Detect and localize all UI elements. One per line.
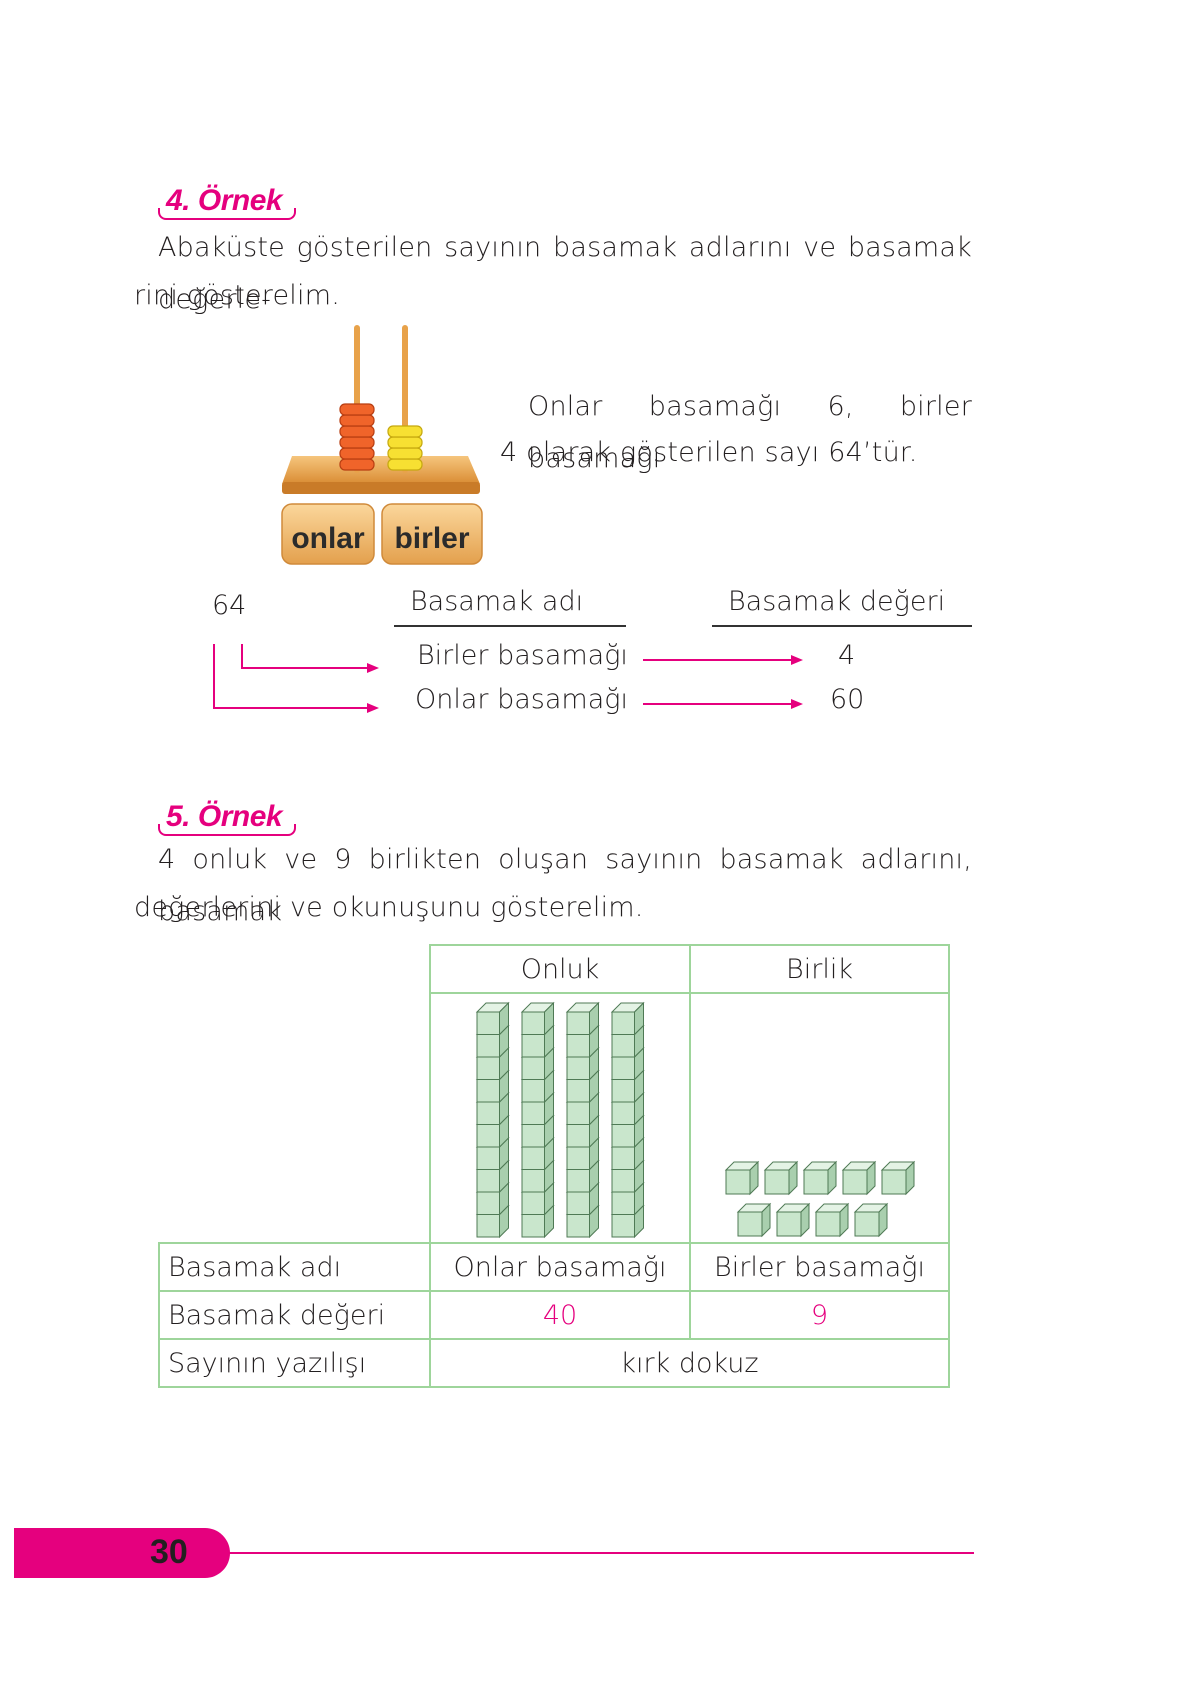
tens-bead: [339, 458, 375, 471]
row-birler-name: Birler basamağı: [417, 640, 628, 671]
example-5-heading: 5. Örnek: [166, 800, 283, 833]
ones-bead: [387, 458, 423, 471]
unit-cube: [736, 1202, 772, 1238]
explanation-line2: 4 olarak gösterilen sayı 64’tür.: [500, 437, 918, 468]
unit-cube: [814, 1202, 850, 1238]
example-5-text-line2: değerlerini ve okunuşunu gösterelim.: [134, 892, 644, 923]
ones-bead: [387, 436, 423, 449]
row-label-basamak-degeri: Basamak değeri: [158, 1290, 431, 1340]
tens-bead: [339, 425, 375, 438]
header-rule-name: [394, 625, 626, 627]
place-value-arrows: [213, 644, 803, 713]
unit-cube: [763, 1160, 799, 1196]
ones-bead: [387, 447, 423, 460]
row-label-sayinin-yazilisi: Sayının yazılışı: [158, 1338, 431, 1388]
row-label-basamak-adi: Basamak adı: [158, 1242, 431, 1292]
ten-rod: [565, 1001, 600, 1239]
heading-underline: [158, 208, 296, 220]
unit-cube: [880, 1160, 916, 1196]
column-header-basamak-adi: Basamak adı: [410, 586, 584, 617]
footer-rule: [214, 1552, 974, 1554]
ones-blocks-cell: [689, 992, 950, 1244]
column-header-birlik: Birlik: [689, 944, 950, 994]
number-64: 64: [212, 590, 247, 621]
example-4-heading: 4. Örnek: [166, 184, 283, 217]
tens-bead: [339, 436, 375, 449]
base-ten-blocks: [475, 1001, 916, 1239]
heading-underline: [158, 824, 296, 836]
explanation-line1: Onlar basamağı 6, birler basamağı: [528, 391, 972, 474]
page-number-bar: [14, 1528, 230, 1578]
ten-rod: [475, 1001, 510, 1239]
place-value-table: Onluk Birlik Basamak adı Onlar basamağı …: [158, 944, 950, 1388]
unit-cube: [775, 1202, 811, 1238]
header-rule-value: [712, 625, 972, 627]
tens-beads: [339, 403, 375, 471]
ones-beads: [387, 425, 423, 471]
row-onlar-name: Onlar basamağı: [415, 684, 628, 715]
page-number: 30: [150, 1533, 188, 1571]
cell-written-number: kırk dokuz: [429, 1338, 950, 1388]
example-4-text-line1: Abaküste gösterilen sayının basamak adla…: [158, 232, 972, 315]
unit-cube: [802, 1160, 838, 1196]
ten-rod: [610, 1001, 645, 1239]
ten-rod: [520, 1001, 555, 1239]
column-header-onluk: Onluk: [429, 944, 691, 994]
abacus-illustration: [281, 325, 483, 565]
tens-bead: [339, 447, 375, 460]
row-birler-value: 4: [838, 640, 856, 671]
cell-value-9: 9: [689, 1290, 950, 1340]
ones-bead: [387, 425, 423, 438]
abacus-label-onlar: onlar: [291, 522, 365, 555]
row-onlar-value: 60: [830, 684, 865, 715]
unit-cube: [724, 1160, 760, 1196]
unit-cube: [853, 1202, 889, 1238]
cell-birler-basamagi: Birler basamağı: [689, 1242, 950, 1292]
column-header-basamak-degeri: Basamak değeri: [728, 586, 946, 617]
abacus-label-birler: birler: [394, 522, 470, 555]
tens-bead: [339, 414, 375, 427]
unit-cube: [841, 1160, 877, 1196]
cell-value-40: 40: [429, 1290, 691, 1340]
example-4-text-line2: rini gösterelim.: [134, 280, 340, 311]
example-5-text-line1: 4 onluk ve 9 birlikten oluşan sayının ba…: [158, 844, 972, 927]
tens-bead: [339, 403, 375, 416]
tens-blocks-cell: [429, 992, 691, 1244]
cell-onlar-basamagi: Onlar basamağı: [429, 1242, 691, 1292]
